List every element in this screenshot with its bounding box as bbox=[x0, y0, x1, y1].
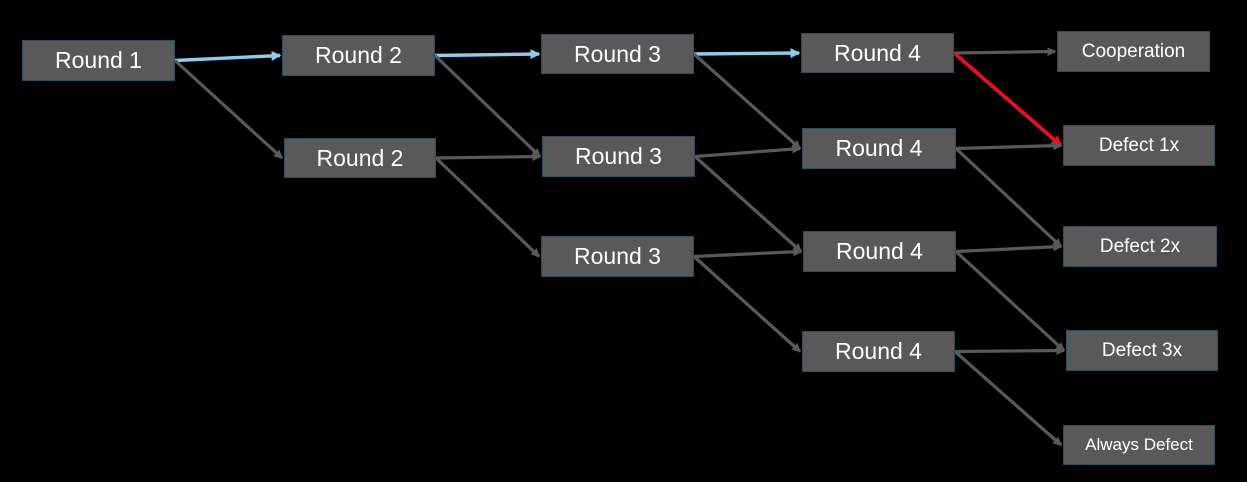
node-round-4-fourth: Round 4 bbox=[802, 331, 955, 372]
node-round-4-third: Round 4 bbox=[803, 231, 956, 272]
edge-r4c-to-d3 bbox=[954, 250, 1066, 352]
edge-r2a-to-r3b bbox=[433, 54, 542, 158]
edge-r3a-to-r4b bbox=[692, 52, 802, 150]
node-round-4-first: Round 4 bbox=[801, 33, 954, 73]
edge-r3c-to-r4d bbox=[692, 255, 802, 353]
edge-r3b-to-r4b bbox=[694, 144, 802, 159]
edge-r1-to-r2b bbox=[173, 59, 284, 160]
edge-r4a-to-d1 bbox=[952, 51, 1063, 147]
node-round-3-bottom: Round 3 bbox=[541, 236, 694, 277]
outcome-defect-3x: Defect 3x bbox=[1066, 330, 1218, 371]
edge-r2b-to-r3c bbox=[434, 156, 541, 258]
node-round-1: Round 1 bbox=[22, 40, 175, 81]
node-round-2-bottom: Round 2 bbox=[284, 138, 436, 178]
outcome-defect-2x: Defect 2x bbox=[1063, 226, 1217, 267]
edge-r3b-to-r4c bbox=[693, 155, 803, 253]
node-round-3-middle: Round 3 bbox=[542, 136, 695, 177]
edge-r2a-to-r3a bbox=[434, 49, 541, 60]
edge-r4d-to-d3 bbox=[954, 346, 1066, 356]
edge-r4a-to-coop bbox=[953, 47, 1057, 57]
outcome-always-defect: Always Defect bbox=[1063, 425, 1215, 465]
edge-r4b-to-d2 bbox=[954, 147, 1063, 248]
node-round-3-top: Round 3 bbox=[541, 34, 694, 74]
edge-r1-to-r2a bbox=[174, 50, 282, 63]
node-round-2-top: Round 2 bbox=[282, 35, 435, 76]
node-round-4-second: Round 4 bbox=[802, 128, 956, 169]
outcome-cooperation: Cooperation bbox=[1057, 31, 1210, 72]
edge-r4c-to-d2 bbox=[955, 242, 1063, 254]
edge-r2b-to-r3b bbox=[435, 152, 542, 162]
edge-r4b-to-d1 bbox=[955, 141, 1063, 151]
edge-r4d-to-ad bbox=[953, 350, 1063, 447]
edge-r3c-to-r4c bbox=[693, 247, 803, 259]
outcome-defect-1x: Defect 1x bbox=[1063, 125, 1215, 166]
edge-r3a-to-r4a bbox=[693, 48, 801, 59]
